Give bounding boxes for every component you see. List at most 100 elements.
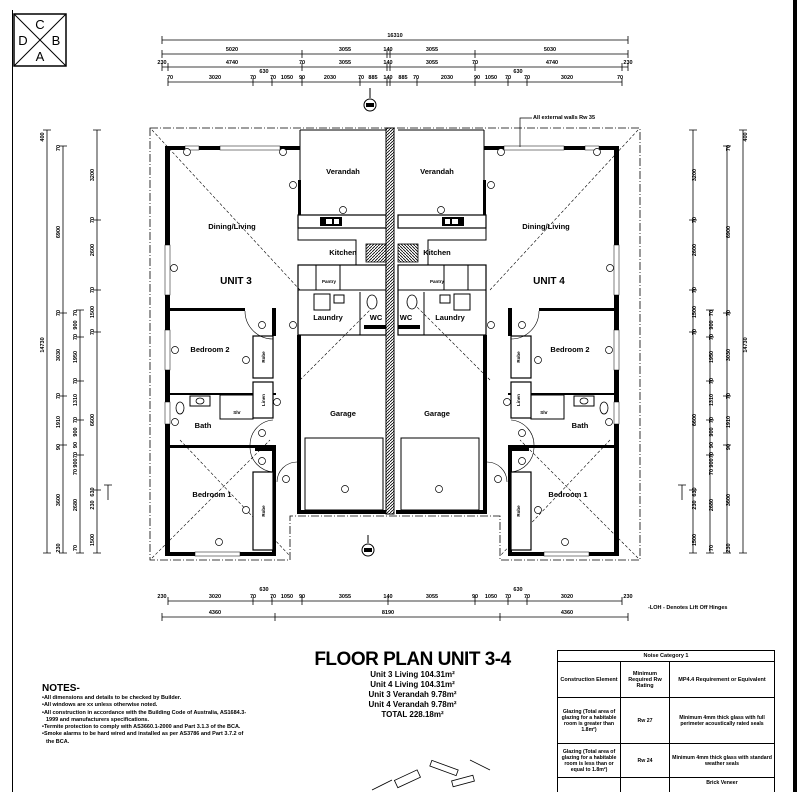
room-verandah: Verandah [420, 167, 454, 176]
table-cell: Minimum 4mm thick glass with standard we… [669, 743, 775, 778]
dimension-label: 70 [56, 310, 62, 316]
room-dining-living: Dining/Living [522, 222, 570, 231]
dimension-label: 70 [270, 594, 276, 600]
dimension-label: 3055 [426, 60, 438, 66]
dimension-label: 90 [709, 442, 715, 448]
dimension-label: 70 [250, 75, 256, 81]
dimension-label: 3055 [426, 47, 438, 53]
dimension-label: 1500 [90, 534, 96, 546]
revision-letter-b: B [52, 33, 61, 48]
dimension-label: 1500 [90, 306, 96, 318]
dimension-label: 3600 [56, 494, 62, 506]
site-sketch [371, 759, 491, 791]
loh-note: -LOH - Denotes Lift Off Hinges [648, 605, 727, 611]
dimension-label: 70 [73, 545, 79, 551]
dimension-label: 8190 [382, 610, 394, 616]
area-total: TOTAL 228.18m² [381, 710, 444, 719]
dimension-label: 630 [259, 587, 268, 593]
dimension-label: 70 [90, 217, 96, 223]
dimension-label: 230 [90, 500, 96, 509]
dimension-label: 900 [73, 320, 79, 329]
dimension-label: 630 [513, 69, 522, 75]
dimension-label: 140 [383, 594, 392, 600]
dimension-label: 4740 [226, 60, 238, 66]
dimension-label: 230 [726, 543, 732, 552]
dimension-label: 630 [259, 69, 268, 75]
room-bedroom-2: Bedroom 2 [550, 345, 589, 354]
unit-label: UNIT 4 [533, 276, 565, 287]
dimension-label: 70 [524, 75, 530, 81]
dimension-label: 3055 [426, 594, 438, 600]
table-cell: Brick Veneer [669, 777, 775, 792]
dimension-label: 1050 [485, 594, 497, 600]
area-unit-4-verandah: Unit 4 Verandah 9.78m² [368, 700, 457, 709]
room-bedroom-1: Bedroom 1 [192, 490, 231, 499]
dimension-label: 885 [398, 75, 407, 81]
dimension-label: 3200 [692, 169, 698, 181]
area-unit-3-living: Unit 3 Living 104.31m² [370, 670, 455, 679]
note-item: Smoke alarms to be hard wired and instal… [42, 731, 252, 746]
dimension-label: 4360 [209, 610, 221, 616]
dimension-label: 1950 [73, 351, 79, 363]
table-cell: Minimum 4mm thick glass with full perime… [669, 697, 775, 744]
table-cell: Rw 27 [620, 697, 670, 744]
revision-letter-a: A [36, 49, 45, 64]
room-robe: Robe [261, 505, 266, 517]
dimension-label: 90 [472, 594, 478, 600]
dimension-label: 4360 [561, 610, 573, 616]
dimension-label: 70 [56, 145, 62, 151]
dimension-label: 70 [299, 60, 305, 66]
dimension-label: 2600 [692, 244, 698, 256]
unit-label: UNIT 3 [220, 276, 252, 287]
dimension-label: 70 [505, 75, 511, 81]
room-dining-living: Dining/Living [208, 222, 256, 231]
dimension-label: 6900 [726, 226, 732, 238]
room-shower: Shr [540, 410, 548, 415]
area-unit-4-living: Unit 4 Living 104.31m² [370, 680, 455, 689]
dimension-label: 630 [692, 487, 698, 496]
dimension-label: 70 [90, 287, 96, 293]
sheet-border-left [12, 10, 13, 792]
noise-category-table: Noise Category 1 Construction Element Mi… [557, 650, 775, 792]
dimension-label: 3600 [726, 494, 732, 506]
room-kitchen: Kitchen [423, 248, 451, 257]
dimension-label: 70 [56, 393, 62, 399]
dimension-label: 90 [56, 444, 62, 450]
dimension-label: 900 [73, 458, 79, 467]
dimension-label: 70 [413, 75, 419, 81]
dimension-label: 3030 [726, 349, 732, 361]
dimension-label: 90 [726, 444, 732, 450]
dimension-label: 70 [90, 329, 96, 335]
dimension-label: 70 [73, 378, 79, 384]
table-title: Noise Category 1 [557, 650, 775, 662]
dimension-label: 3055 [339, 60, 351, 66]
dimension-label: 70 [709, 417, 715, 423]
dimension-label: 70 [726, 310, 732, 316]
dimension-label: 5030 [544, 47, 556, 53]
room-garage: Garage [330, 409, 356, 418]
table-header: MP4.4 Requirement or Equivalent [669, 661, 775, 698]
drawing-title: FLOOR PLAN UNIT 3-4 [314, 649, 511, 670]
dimension-label: 14730 [40, 337, 46, 352]
dimension-label: 70 [709, 545, 715, 551]
room-pantry: Pantry [430, 279, 445, 284]
note-item: All dimensions and details to be checked… [42, 695, 252, 702]
room-wc: WC [400, 313, 413, 322]
dimension-label: 6600 [692, 414, 698, 426]
table-cell: Glazing (Total area of glazing for a hab… [557, 697, 621, 744]
room-wc: WC [370, 313, 383, 322]
area-unit-3-verandah: Unit 3 Verandah 9.78m² [368, 690, 457, 699]
dimension-label: 1500 [692, 534, 698, 546]
dimension-label: 1310 [709, 394, 715, 406]
dimension-label: 70 [692, 217, 698, 223]
dimension-label: 885 [368, 75, 377, 81]
room-robe: Robe [516, 505, 521, 517]
dimension-label: 90 [474, 75, 480, 81]
room-linen: Linen [516, 394, 521, 406]
room-bath: Bath [572, 421, 589, 430]
dimension-label: 400 [40, 132, 46, 141]
dimension-label: 70 [73, 417, 79, 423]
dimension-label: 2030 [324, 75, 336, 81]
dimension-label: 3020 [209, 75, 221, 81]
